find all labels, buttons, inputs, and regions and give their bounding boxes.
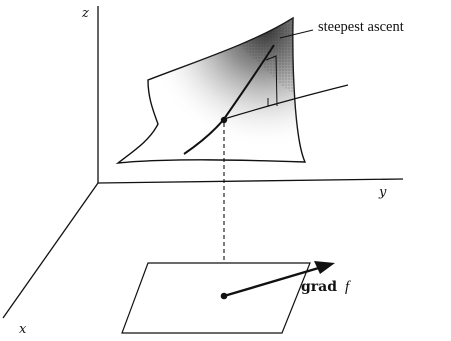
gradient-arrowhead [314,261,335,274]
y-axis-label: y [378,185,387,200]
grad-f-label: grad f [301,278,351,295]
z-axis-label: z [81,6,89,21]
surface-point [220,116,228,124]
x-axis [2,182,99,319]
f-text: f [345,279,351,295]
curved-surface [115,16,307,164]
tangent-line [223,84,349,120]
gradient-arrow-shaft [223,265,323,298]
x-axis-label: x [19,322,27,337]
grad-text: grad [301,279,337,295]
right-angle-marker [267,98,277,107]
callout-leader [279,29,314,39]
steepest-ascent-label: steepest ascent [318,19,404,35]
base-plane [121,262,311,334]
y-axis [97,178,404,184]
rise-triangle [265,55,278,107]
